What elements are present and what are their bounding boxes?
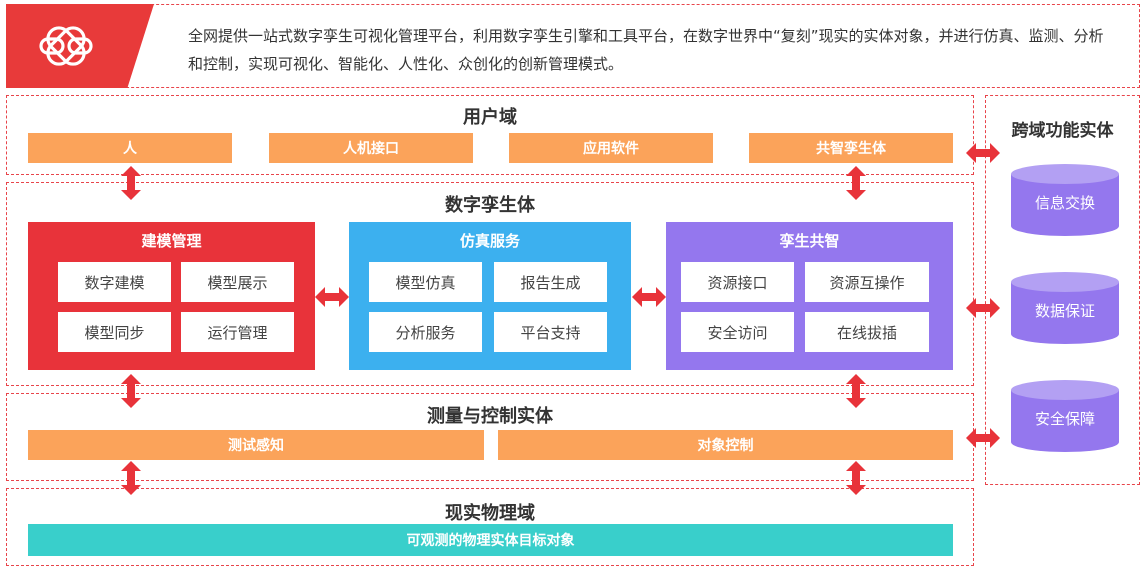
double-arrow-icon — [632, 286, 666, 308]
cell-analysis-service: 分析服务 — [369, 312, 482, 352]
measure-control-title: 测量与控制实体 — [7, 402, 973, 428]
cell-digital-modeling: 数字建模 — [58, 262, 171, 302]
double-arrow-icon — [845, 461, 867, 495]
double-arrow-icon — [845, 374, 867, 408]
cell-secure-access: 安全访问 — [681, 312, 794, 352]
panel-simulation-service-title: 仿真服务 — [349, 230, 631, 251]
cell-platform-support: 平台支持 — [494, 312, 607, 352]
panel-twin-co-intelligence-title: 孪生共智 — [666, 230, 953, 251]
digital-twin-title: 数字孪生体 — [7, 191, 973, 217]
cylinder-info-exchange-label: 信息交换 — [1011, 192, 1119, 213]
cell-resource-interop: 资源互操作 — [805, 262, 929, 302]
cylinder-data-assurance: 数据保证 — [1011, 272, 1119, 344]
cylinder-info-exchange: 信息交换 — [1011, 164, 1119, 236]
intro-text: 全网提供一站式数字孪生可视化管理平台，利用数字孪生引擎和工具平台，在数字世界中“… — [188, 22, 1118, 78]
cell-model-simulation: 模型仿真 — [369, 262, 482, 302]
panel-twin-co-intelligence: 孪生共智 资源接口 资源互操作 安全访问 在线拔插 — [666, 222, 953, 370]
user-domain-item-app-software: 应用软件 — [509, 133, 713, 163]
cell-resource-interface: 资源接口 — [681, 262, 794, 302]
physical-domain-title: 现实物理域 — [7, 499, 973, 525]
double-arrow-icon — [315, 286, 349, 308]
measure-item-sensing: 测试感知 — [28, 430, 484, 460]
physical-target-bar: 可观测的物理实体目标对象 — [28, 524, 953, 556]
double-arrow-icon — [966, 297, 1000, 319]
user-domain-item-shared-twin: 共智孪生体 — [749, 133, 953, 163]
interlocking-rings-icon — [35, 20, 97, 72]
cylinder-security-guarantee: 安全保障 — [1011, 380, 1119, 452]
cell-run-management: 运行管理 — [181, 312, 294, 352]
cylinder-security-guarantee-label: 安全保障 — [1011, 408, 1119, 429]
panel-modeling-management: 建模管理 数字建模 模型展示 模型同步 运行管理 — [28, 222, 315, 370]
double-arrow-icon — [120, 374, 142, 408]
panel-modeling-management-title: 建模管理 — [28, 230, 315, 251]
cross-domain-title: 跨域功能实体 — [985, 116, 1140, 141]
user-domain-item-person: 人 — [28, 133, 232, 163]
user-domain-item-hmi: 人机接口 — [269, 133, 473, 163]
panel-simulation-service: 仿真服务 模型仿真 报告生成 分析服务 平台支持 — [349, 222, 631, 370]
double-arrow-icon — [966, 427, 1000, 449]
cell-model-sync: 模型同步 — [58, 312, 171, 352]
double-arrow-icon — [966, 142, 1000, 164]
double-arrow-icon — [120, 166, 142, 200]
double-arrow-icon — [120, 461, 142, 495]
cell-hot-plug: 在线拔插 — [805, 312, 929, 352]
cell-model-display: 模型展示 — [181, 262, 294, 302]
cylinder-data-assurance-label: 数据保证 — [1011, 300, 1119, 321]
double-arrow-icon — [845, 166, 867, 200]
measure-item-object-control: 对象控制 — [498, 430, 953, 460]
user-domain-title: 用户域 — [7, 103, 973, 129]
cell-report-generation: 报告生成 — [494, 262, 607, 302]
